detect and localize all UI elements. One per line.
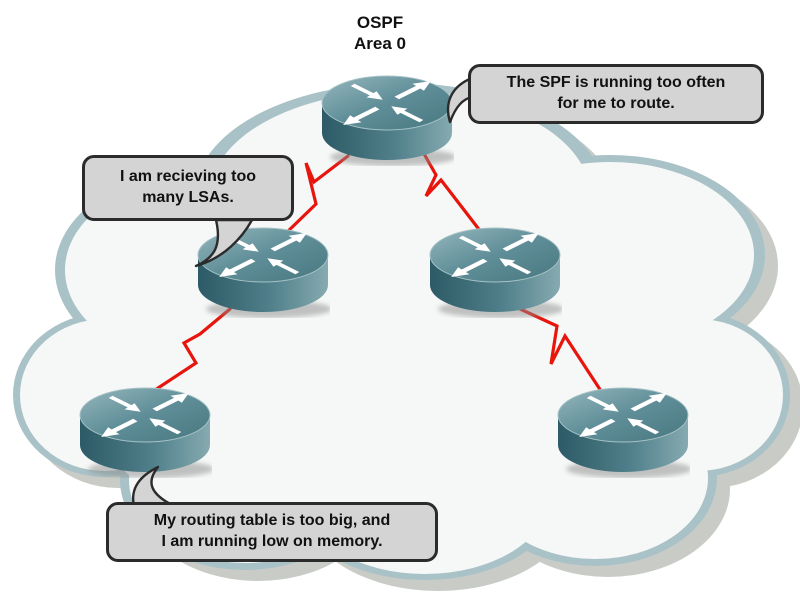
speech-bubble-tail-memory [131,465,176,508]
serial-link-lightning-bottom-right [516,306,603,393]
area-title-line1: OSPF [356,13,404,32]
area-title-line2: Area 0 [354,34,406,54]
router-icon-bottom-right [558,388,692,478]
speech-bubble-memory-line1: My routing table is too big, and [153,512,391,530]
speech-bubble-spf-line1: The SPF is running too often [506,74,726,92]
speech-bubble-memory: My routing table is too big, and I am ru… [106,502,438,562]
router-icon-middle-right [430,228,564,318]
speech-bubble-lsa-line1: I am recieving too [119,168,257,186]
serial-link-lightning-top-left [281,154,350,238]
speech-bubble-lsa: I am recieving too many LSAs. [82,155,294,221]
speech-bubble-lsa-line2: many LSAs. [142,189,234,206]
speech-bubble-memory-line2: I am running low on memory. [161,533,383,550]
router-icon-top [322,76,456,166]
speech-bubble-tail-spf [446,76,474,124]
router-icon-bottom-left [80,388,214,478]
area-title: OSPF Area 0 [318,12,442,55]
serial-link-lightning-bottom-left [153,307,232,392]
serial-link-lightning-top-right [421,150,483,234]
speech-bubble-spf: The SPF is running too often for me to r… [468,64,764,124]
speech-bubble-spf-line2: for me to route. [557,95,675,112]
speech-bubble-tail-lsa [194,218,254,268]
